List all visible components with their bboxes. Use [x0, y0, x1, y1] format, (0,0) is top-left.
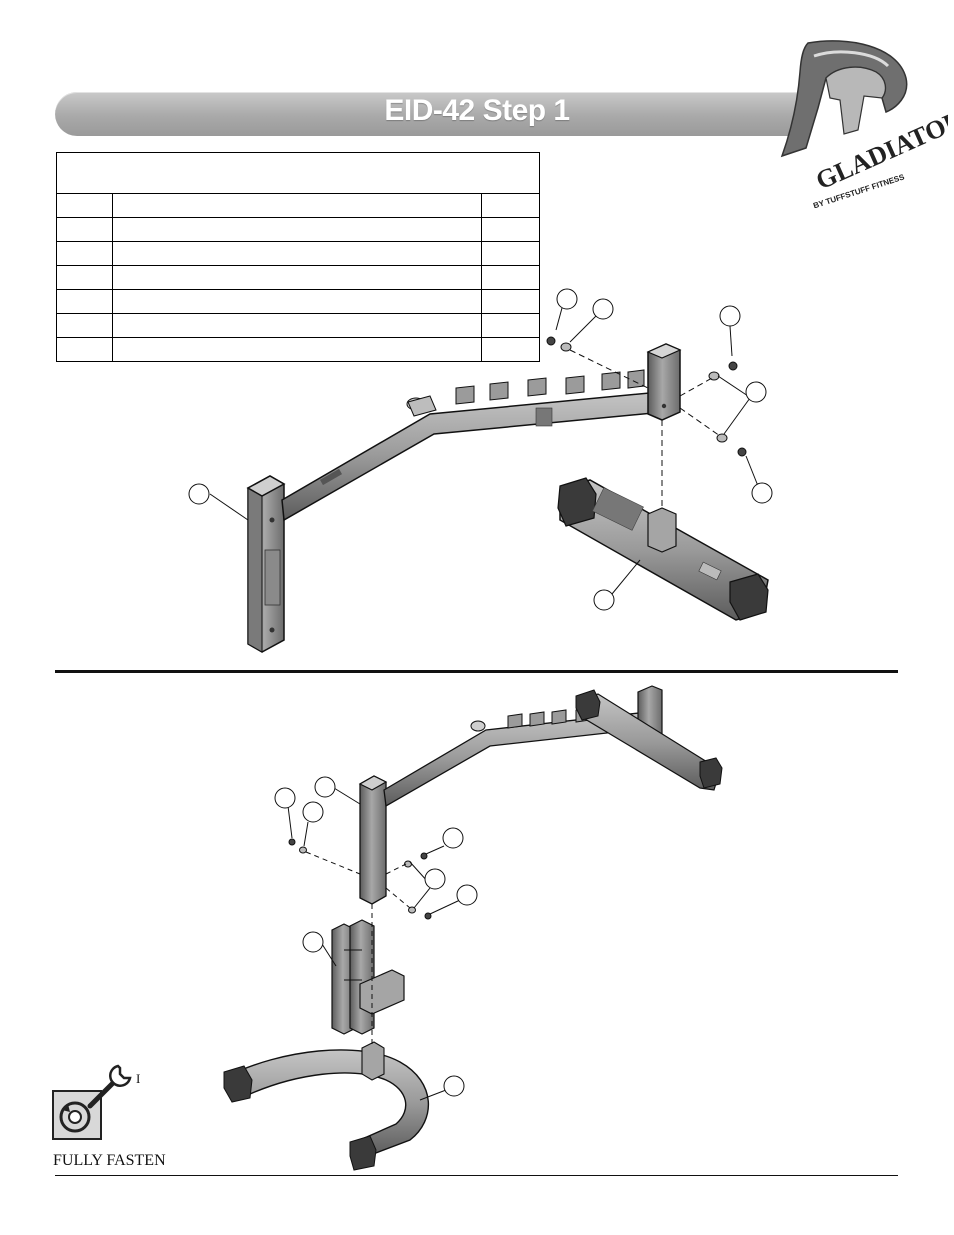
right-post — [646, 343, 682, 421]
fasten-label: FULLY FASTEN — [53, 1152, 166, 1169]
parts-table-title — [56, 152, 540, 194]
part-key — [56, 217, 113, 242]
part-qty — [481, 241, 540, 266]
part-key — [56, 289, 113, 314]
part-key — [56, 265, 113, 290]
table-row — [56, 217, 540, 242]
fasten-icon-box — [52, 1090, 102, 1140]
table-row — [56, 241, 540, 266]
wrench-tighten-icon — [59, 1101, 91, 1133]
upper-exploded-view — [188, 288, 773, 653]
part-description — [111, 337, 483, 362]
fasten-mark: I — [136, 1071, 141, 1086]
part-description — [111, 217, 483, 242]
lower-exploded-view — [223, 685, 723, 1171]
table-row — [56, 265, 540, 290]
table-row — [56, 193, 540, 218]
parts-table — [56, 152, 540, 362]
assembled-frame — [358, 685, 723, 905]
brand-logo: GLADIATOR BY TUFFSTUFF FITNESS — [780, 40, 948, 208]
wrench-icon — [87, 1064, 132, 1109]
part-description — [111, 193, 483, 218]
spartan-helmet-icon — [780, 40, 908, 158]
curved-base — [223, 1041, 430, 1171]
table-row — [56, 313, 540, 338]
bottom-rule — [55, 1175, 898, 1176]
section-divider — [55, 670, 898, 673]
parts-table-header — [56, 152, 540, 194]
alignment-lines-lower — [305, 851, 411, 1044]
part-qty — [481, 337, 540, 362]
part-description — [111, 313, 483, 338]
title-bar — [55, 92, 815, 136]
part-qty — [481, 193, 540, 218]
front-leg — [331, 919, 405, 1035]
part-qty — [481, 265, 540, 290]
part-description — [111, 289, 483, 314]
rear-base — [557, 477, 769, 621]
page-title: EID-42 Step 1 — [384, 94, 570, 127]
part-key — [56, 337, 113, 362]
alignment-lines — [569, 349, 721, 510]
left-upright — [246, 475, 286, 653]
table-row — [56, 289, 540, 314]
table-row — [56, 337, 540, 362]
hardware-bolts — [546, 336, 747, 457]
callout-balloons-lower — [274, 776, 478, 1101]
callout-balloons — [188, 288, 773, 611]
